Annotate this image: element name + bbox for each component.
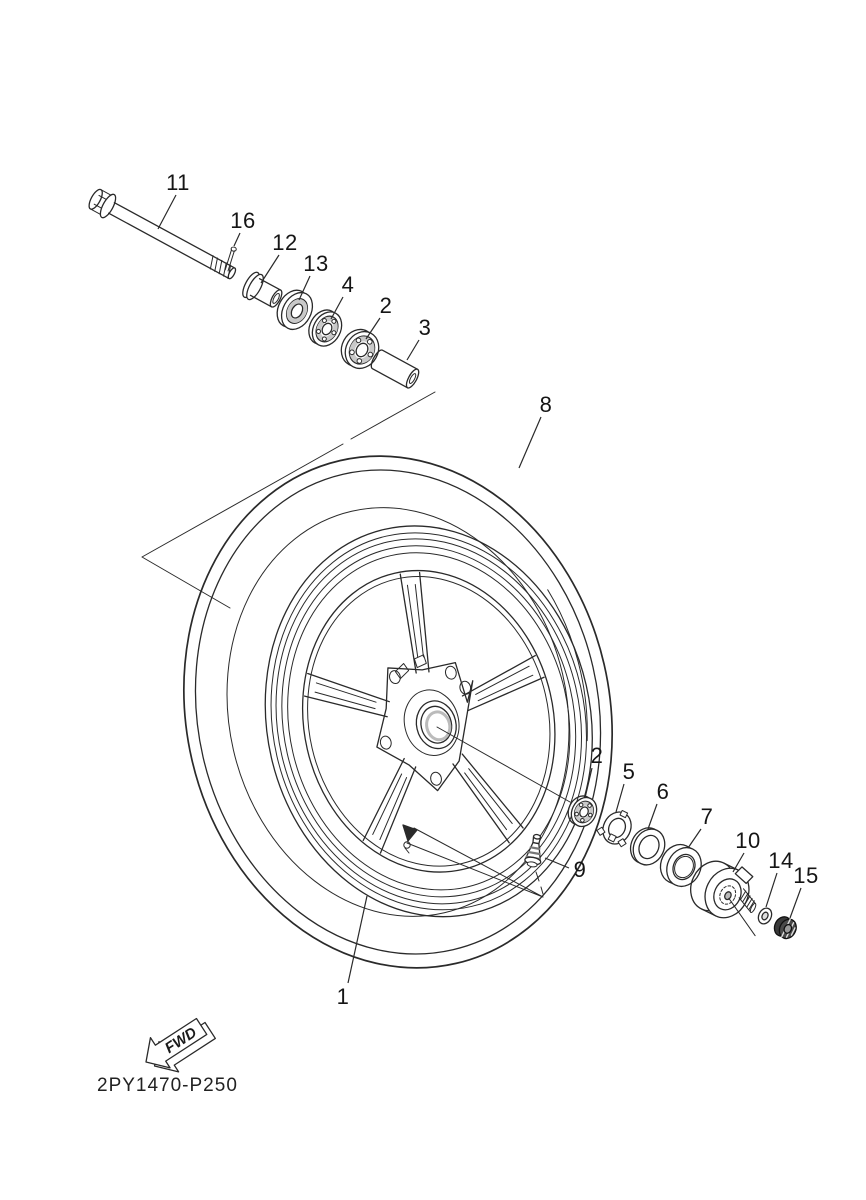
part-1-wheel-rim: [227, 493, 630, 950]
leader-line-1: [347, 895, 368, 984]
leader-line-13: [298, 275, 311, 301]
callout-14[interactable]: 14: [768, 848, 794, 873]
part-16-cotter-pin: [224, 246, 237, 272]
leader-line-3: [406, 339, 420, 361]
front-wheel-assembly: [134, 413, 662, 1011]
part-5-retainer: [596, 810, 632, 848]
leader-line-15: [789, 887, 802, 919]
leader-line-12: [260, 254, 280, 284]
part-12-collar: [242, 271, 283, 308]
callout-5[interactable]: 5: [622, 759, 636, 784]
leader-line-2: [584, 767, 593, 799]
leader-line-8: [518, 416, 542, 469]
diagram-code: 2PY1470-P250: [97, 1075, 238, 1096]
leader-line-10: [732, 852, 745, 873]
leader-line-2: [365, 317, 381, 340]
spokes: [283, 548, 579, 880]
valve-pointer-lines: [406, 827, 544, 898]
part-8-tire: [134, 413, 662, 1011]
part-6-seal-washer: [629, 827, 666, 866]
part-10-gear-unit: [690, 860, 757, 937]
callout-12[interactable]: 12: [272, 230, 298, 255]
leader-line-4: [330, 296, 344, 320]
leader-line-6: [647, 803, 658, 830]
callout-10[interactable]: 10: [735, 828, 761, 853]
valve-stem-hole: [402, 824, 418, 854]
callout-11[interactable]: 11: [166, 170, 190, 195]
callout-1[interactable]: 1: [336, 984, 350, 1009]
leader-line-7: [687, 828, 702, 849]
hub: [359, 645, 495, 801]
leader-line-11: [157, 194, 177, 230]
callout-3[interactable]: 3: [418, 315, 432, 340]
callout-13[interactable]: 13: [303, 251, 329, 276]
part-15-axle-nut: [773, 916, 797, 940]
part-7-oil-seal: [659, 843, 702, 888]
leader-line-14: [765, 872, 778, 908]
callout-7[interactable]: 7: [700, 804, 714, 829]
callout-2[interactable]: 2: [590, 743, 604, 768]
callout-15[interactable]: 15: [793, 863, 819, 888]
callout-4[interactable]: 4: [341, 272, 355, 297]
callout-9[interactable]: 9: [573, 857, 587, 882]
part-11-axle: [88, 188, 237, 280]
part-14-washer: [757, 907, 773, 925]
part-2-bearing-lower: [567, 795, 598, 828]
hub-bore-leader-line: [436, 726, 571, 803]
leader-line-9: [544, 857, 570, 869]
leader-line-16: [233, 232, 241, 247]
leader-line-5: [615, 783, 625, 813]
part-13-oil-seal: [276, 289, 314, 331]
callout-leader-lines: [157, 194, 802, 984]
fwd-arrow-icon: FWD: [145, 1017, 216, 1073]
callout-16[interactable]: 16: [230, 208, 256, 233]
callout-2[interactable]: 2: [379, 293, 393, 318]
part-9-tire-valve: [524, 833, 542, 868]
callout-6[interactable]: 6: [656, 779, 670, 804]
part-4-bearing: [308, 309, 343, 347]
part-3-spacer: [370, 349, 420, 389]
axle-axis-pointer: [141, 391, 436, 609]
part-2-bearing-upper: [340, 328, 380, 370]
callout-8[interactable]: 8: [539, 392, 553, 417]
